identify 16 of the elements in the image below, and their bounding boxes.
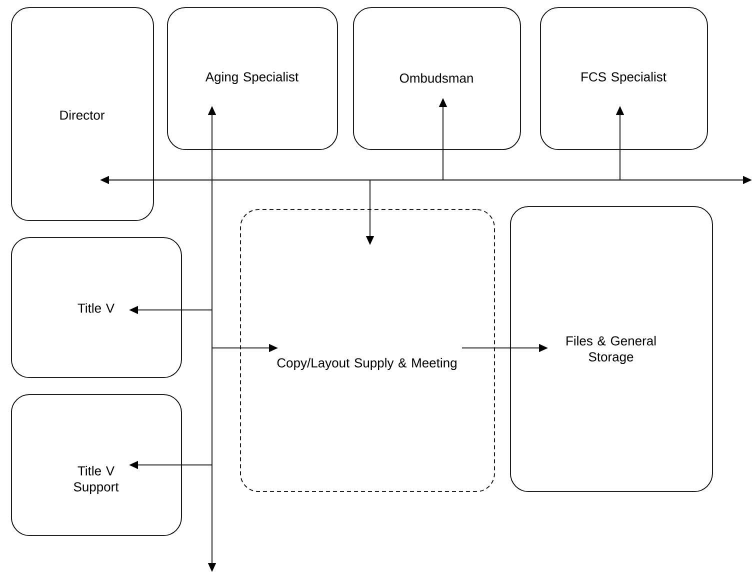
room-box (353, 7, 521, 150)
room-label: Files & General Storage (566, 336, 656, 364)
room-label: Director (60, 110, 105, 120)
room-label: FCS Specialist (582, 72, 666, 84)
room-box (167, 7, 338, 150)
room-label: Copy/Layout Supply & Meeting (277, 358, 456, 370)
room-box (540, 7, 708, 150)
room-box (11, 394, 182, 536)
room-box (510, 206, 713, 492)
room-label: Ombudsman (400, 73, 473, 83)
room-label: Title V (78, 303, 114, 313)
room-label: Title V Support (74, 466, 119, 494)
room-box (240, 209, 495, 492)
room-box (11, 237, 182, 378)
room-label: Aging Specialist (205, 72, 298, 84)
room-box (11, 7, 154, 221)
